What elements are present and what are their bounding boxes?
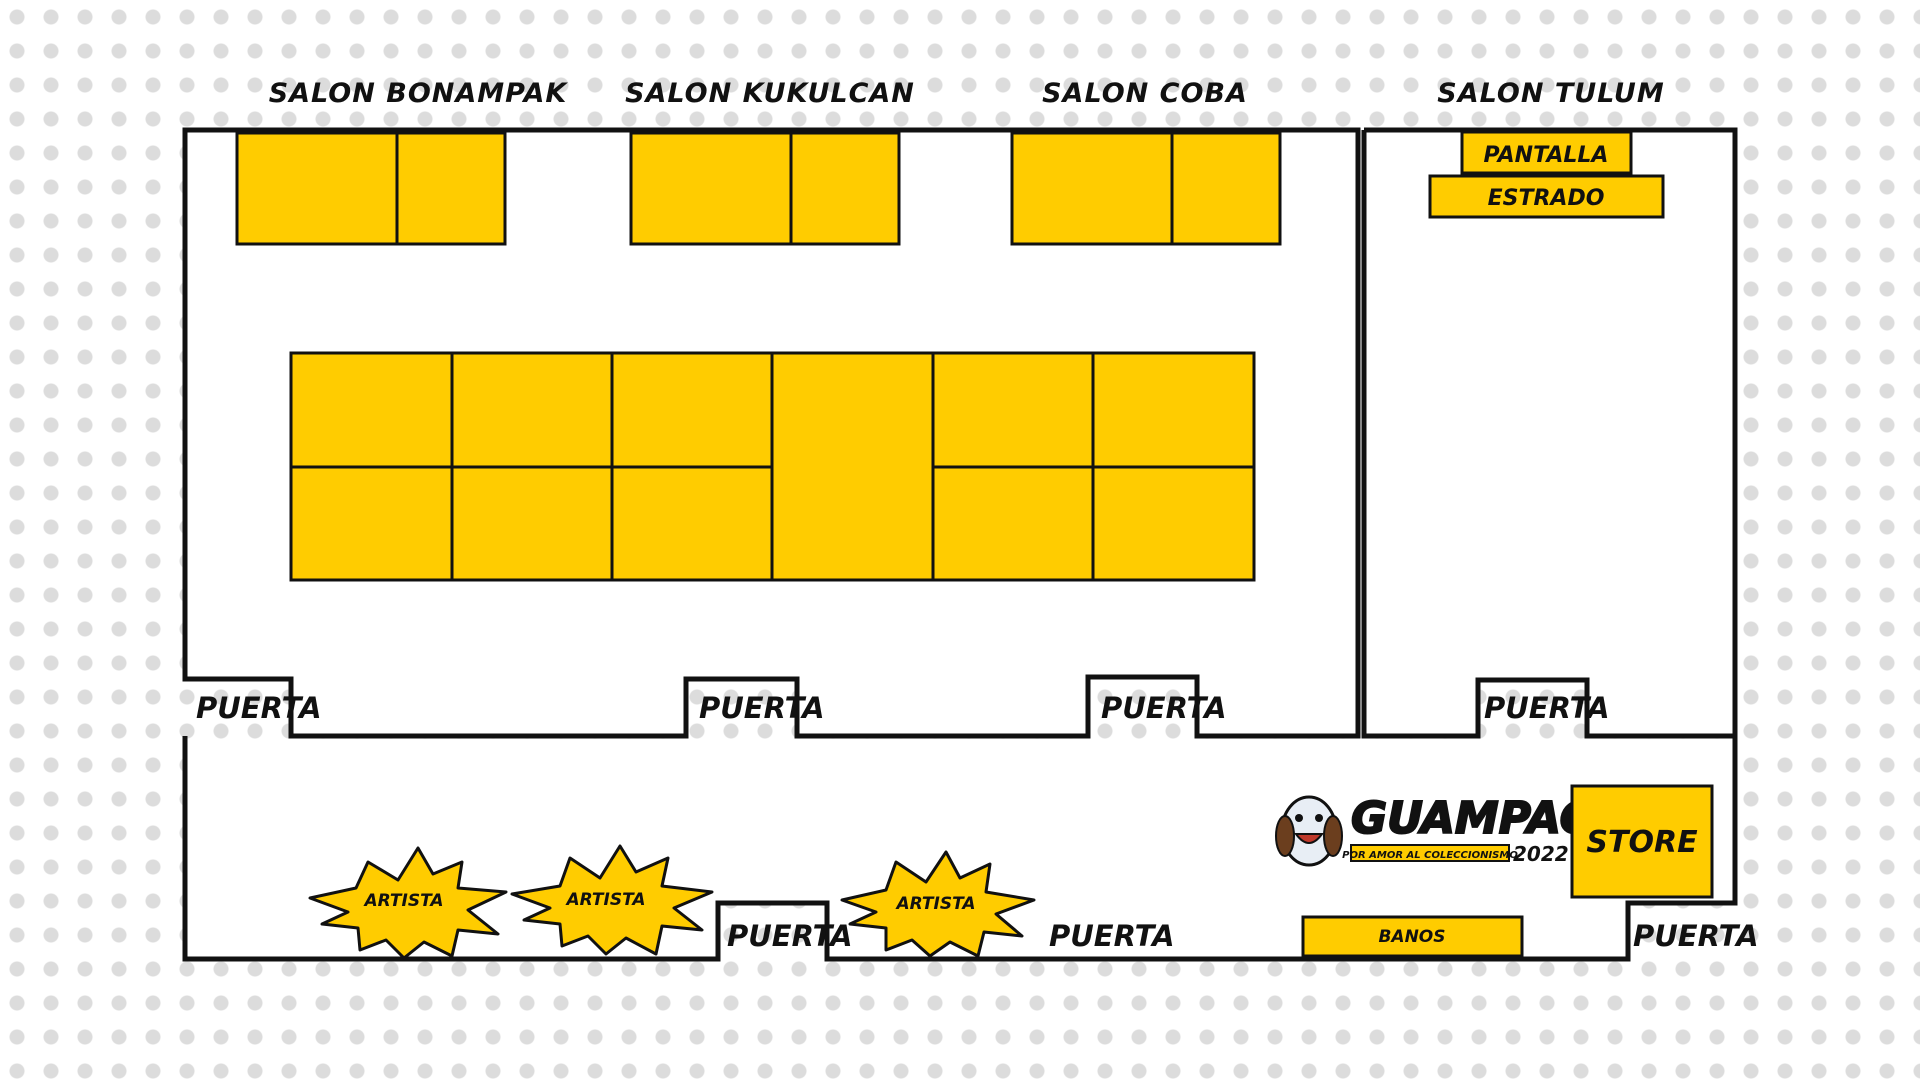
- door-label-corridor-3[interactable]: PUERTA: [1633, 919, 1759, 953]
- banos-area[interactable]: [1301, 915, 1524, 958]
- artist-label-1: ARTISTA: [362, 891, 443, 911]
- artist-booth-3[interactable]: ARTISTA: [840, 850, 1036, 958]
- logo-tagline-band: [1350, 844, 1510, 862]
- main-hall-wall: [182, 127, 1361, 739]
- artist-burst-2: [510, 844, 714, 956]
- booth-kukulcan-1[interactable]: [629, 131, 793, 246]
- booth-center-2[interactable]: [450, 351, 614, 469]
- central-booth-block: [289, 351, 1256, 582]
- corridor-wall: [182, 736, 1738, 962]
- store-label: STORE: [1586, 825, 1698, 860]
- booth-kukulcan-2[interactable]: [789, 131, 901, 246]
- room-title-bonampak: SALON BONAMPAK: [269, 78, 569, 109]
- store-booth[interactable]: [1570, 784, 1714, 899]
- estrado-platform: [1428, 174, 1665, 219]
- booth-center-5[interactable]: [931, 351, 1095, 469]
- estrado-label: ESTRADO: [1488, 186, 1605, 211]
- door-label-corridor-1[interactable]: PUERTA: [727, 919, 853, 953]
- logo-year: 2022: [1513, 842, 1569, 866]
- door-label-coba[interactable]: PUERTA: [1101, 691, 1227, 725]
- booth-center-6[interactable]: [1091, 351, 1256, 469]
- artist-label-2: ARTISTA: [564, 890, 645, 910]
- banos-label: BANOS: [1378, 927, 1445, 947]
- pantalla-screen: [1460, 130, 1633, 175]
- booth-bonampak-2[interactable]: [395, 131, 507, 246]
- booth-coba-1[interactable]: [1010, 131, 1174, 246]
- room-title-kukulcan: SALON KUKULCAN: [625, 78, 915, 109]
- booth-center-7[interactable]: [289, 465, 454, 582]
- artist-burst-3: [840, 850, 1036, 958]
- tulum-room-floor: [1364, 130, 1735, 736]
- door-label-bonampak[interactable]: PUERTA: [196, 691, 322, 725]
- booth-center-8[interactable]: [450, 465, 614, 582]
- booth-center-11[interactable]: [1091, 465, 1256, 582]
- room-title-coba: SALON COBA: [1042, 78, 1248, 109]
- door-label-kukulcan[interactable]: PUERTA: [699, 691, 825, 725]
- room-title-tulum: SALON TULUM: [1437, 78, 1664, 109]
- booth-bonampak-1[interactable]: [235, 131, 399, 246]
- booth-center-10[interactable]: [931, 465, 1095, 582]
- booth-center-4[interactable]: [770, 351, 935, 582]
- artist-booth-2[interactable]: ARTISTA: [510, 844, 714, 956]
- artist-booth-1[interactable]: ARTISTA: [308, 846, 508, 960]
- booth-center-9[interactable]: [610, 465, 774, 582]
- tulum-room-wall: [1361, 127, 1738, 739]
- pantalla-label: PANTALLA: [1484, 143, 1609, 168]
- artist-burst-1: [308, 846, 508, 960]
- booth-center-3[interactable]: [610, 351, 774, 469]
- mascot-icon: [1275, 795, 1343, 867]
- logo-tagline: POR AMOR AL COLECCIONISMO: [1342, 850, 1518, 861]
- booth-center-1[interactable]: [289, 351, 454, 469]
- door-label-tulum[interactable]: PUERTA: [1484, 691, 1610, 725]
- booth-coba-2[interactable]: [1170, 131, 1282, 246]
- artist-label-3: ARTISTA: [894, 894, 975, 914]
- door-label-corridor-2[interactable]: PUERTA: [1049, 919, 1175, 953]
